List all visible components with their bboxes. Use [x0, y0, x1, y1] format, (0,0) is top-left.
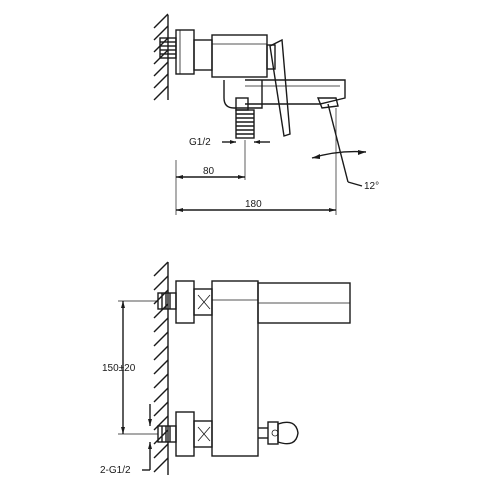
- escutcheon-lower: [175, 411, 195, 457]
- spout-aerator: [316, 97, 339, 109]
- thread-top-dimension: [222, 140, 270, 144]
- escutcheon-top: [175, 29, 195, 75]
- escutcheon-upper: [175, 280, 195, 324]
- lever-handle: [269, 38, 291, 137]
- connector-nut-top: [193, 39, 213, 71]
- connector-nut-lower: [193, 420, 213, 448]
- dim-180-label: 180: [245, 199, 262, 210]
- diverter-knob: [258, 421, 299, 445]
- spout-side: [245, 79, 346, 105]
- side-view: G1/2 80 180 12°: [153, 13, 379, 215]
- angle-label: 12°: [364, 181, 379, 192]
- dim-80-label: 80: [203, 166, 215, 177]
- thread-bottom-label: 2-G1/2: [100, 465, 131, 476]
- dim-150-label: 150±20: [102, 363, 136, 374]
- dim-80-line: [176, 175, 245, 179]
- dim-150-line: [121, 301, 125, 434]
- connector-nut-upper: [193, 288, 213, 316]
- mixer-body-side: [211, 34, 268, 78]
- inlet-thread-upper: [157, 292, 177, 310]
- front-view: 150±20 2-G1/2: [100, 261, 351, 476]
- angle-dimension: [311, 103, 367, 187]
- mixer-body-front: [211, 280, 259, 457]
- thread-top-label: G1/2: [189, 137, 211, 148]
- wall-hatch-top: [153, 13, 169, 101]
- diverter-housing: [223, 80, 263, 109]
- shower-outlet: [235, 109, 255, 139]
- thread-bottom-dimension: [142, 404, 152, 471]
- dim-180-line: [176, 208, 336, 212]
- inlet-thread-lower: [157, 425, 177, 443]
